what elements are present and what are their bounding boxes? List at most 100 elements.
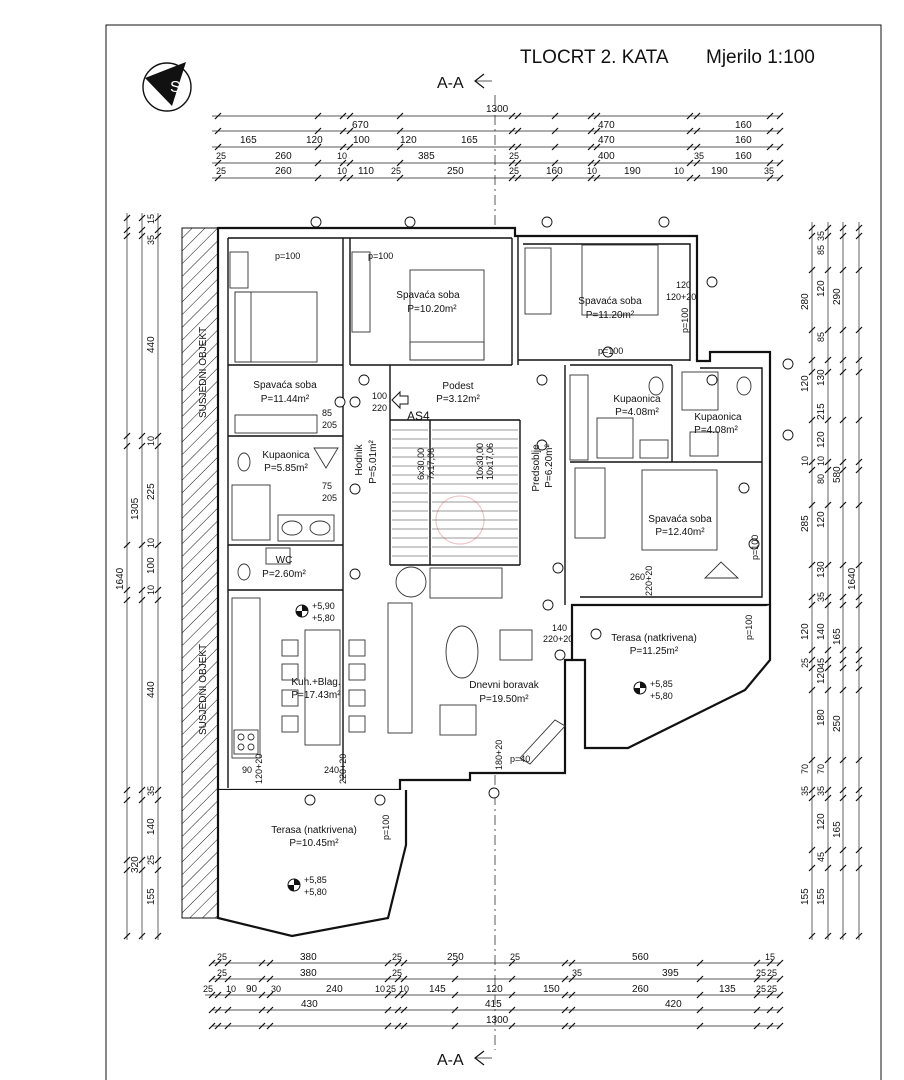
right-dimension-chain: 1640 290 580 165 250 165 35 85 120 85 13… [800,222,863,940]
dim-left-10b: 10 [146,538,156,548]
dim-tick [314,174,322,182]
dim-bot-total: 1300 [486,1015,509,1026]
room-name-wc: WC [276,555,293,566]
opening-120-20b: 120+20 [254,754,264,784]
dim-tick [839,656,847,664]
dim-tick [339,174,347,182]
opening-180-20: 180+20 [494,740,504,770]
dim-tick [396,112,404,120]
dim-tick [394,975,402,983]
dim-top-160b: 160 [735,135,752,146]
dim-tick [396,127,404,135]
dim-tick [224,1022,232,1030]
dim-tick [346,127,354,135]
dim-tick [339,112,347,120]
dim-tick [400,959,408,967]
dim-tick [776,1022,784,1030]
dim-top-670: 670 [352,120,369,131]
dim-tick [551,112,559,120]
dim-tick [824,601,832,609]
dim-left-440b: 440 [146,681,157,698]
dim-tick [514,112,522,120]
dim-top-r5-35: 35 [764,166,774,176]
dim-right-c-120b: 120 [800,623,811,640]
dim-tick [561,1006,569,1014]
dim-tick [693,159,701,167]
dim-tick [855,501,863,509]
watermark-logo [435,495,485,545]
dim-tick [346,159,354,167]
dim-tick [855,601,863,609]
section-label-top: A-A [437,75,464,92]
room-labels: Spavaća soba P=11.44m² Spavaća soba P=10… [253,290,742,849]
dim-bot-r3-25c: 25 [756,984,766,994]
dim-tick [400,975,408,983]
room-area-terrace-1: P=11.25m² [630,646,679,657]
dim-top-r5-190b: 190 [711,166,728,177]
dim-tick [693,174,701,182]
room-area-wc: P=2.60m² [262,569,306,580]
dim-tick [561,991,569,999]
dim-tick [138,214,146,222]
dim-tick [154,796,162,804]
dim-bot-r2-25b: 25 [392,968,402,978]
dim-left-225: 225 [146,483,157,500]
dim-tick [384,959,392,967]
dim-top-r5-160: 160 [546,166,563,177]
dim-bot-r3-90: 90 [246,984,258,995]
dim-tick [400,1006,408,1014]
dim-tick [258,991,266,999]
dim-tick [587,159,595,167]
opening-p100-a: p=100 [275,251,300,261]
dim-tick [208,991,216,999]
dim-right-c-285: 285 [800,515,811,532]
dim-top-100: 100 [353,135,370,146]
room-area-bedroom-1: P=11.44m² [261,394,310,405]
opening-220: 220 [372,403,387,413]
dim-tick [766,959,774,967]
dim-tick [776,975,784,983]
dim-left-1305: 1305 [130,497,141,520]
dim-tick [346,112,354,120]
dim-tick [855,356,863,364]
dim-right-b-130b: 130 [816,561,827,578]
dim-tick [766,1022,774,1030]
dim-tick [824,593,832,601]
dim-tick [693,127,701,135]
dim-tick [214,159,222,167]
dim-right-c-280: 280 [800,293,811,310]
opening-p40: p=40 [510,754,530,764]
dim-tick [508,1006,516,1014]
dim-tick [766,143,774,151]
dim-top-165b: 165 [461,135,478,146]
dim-tick [138,232,146,240]
dim-top-r5-25: 25 [216,166,226,176]
dim-tick [855,786,863,794]
dim-tick [224,1006,232,1014]
dim-tick [551,174,559,182]
dim-right-b-215: 215 [816,403,827,420]
dim-tick [824,664,832,672]
dim-tick [138,856,146,864]
dim-right-b-130: 130 [816,369,827,386]
dim-tick [855,646,863,654]
room-name-landing: Podest [442,381,473,392]
dim-tick [123,596,131,604]
dim-right-b-155: 155 [816,888,827,905]
dim-tick [154,432,162,440]
dim-tick [839,416,847,424]
dim-tick [123,232,131,240]
dim-bot-r1-560: 560 [632,952,649,963]
dim-tick [508,1022,516,1030]
dim-bot-r2-25: 25 [217,968,227,978]
dim-tick [808,232,816,240]
dim-tick [154,226,162,234]
stair-label-c: 10x30,00 [475,443,485,480]
furniture [229,244,752,765]
dim-bot-r3-240: 240 [326,984,343,995]
dim-top-r5-10b: 10 [587,166,597,176]
dim-top-r4-385: 385 [418,151,435,162]
opening-205b: 205 [322,493,337,503]
dim-tick [396,143,404,151]
dim-tick [266,1006,274,1014]
